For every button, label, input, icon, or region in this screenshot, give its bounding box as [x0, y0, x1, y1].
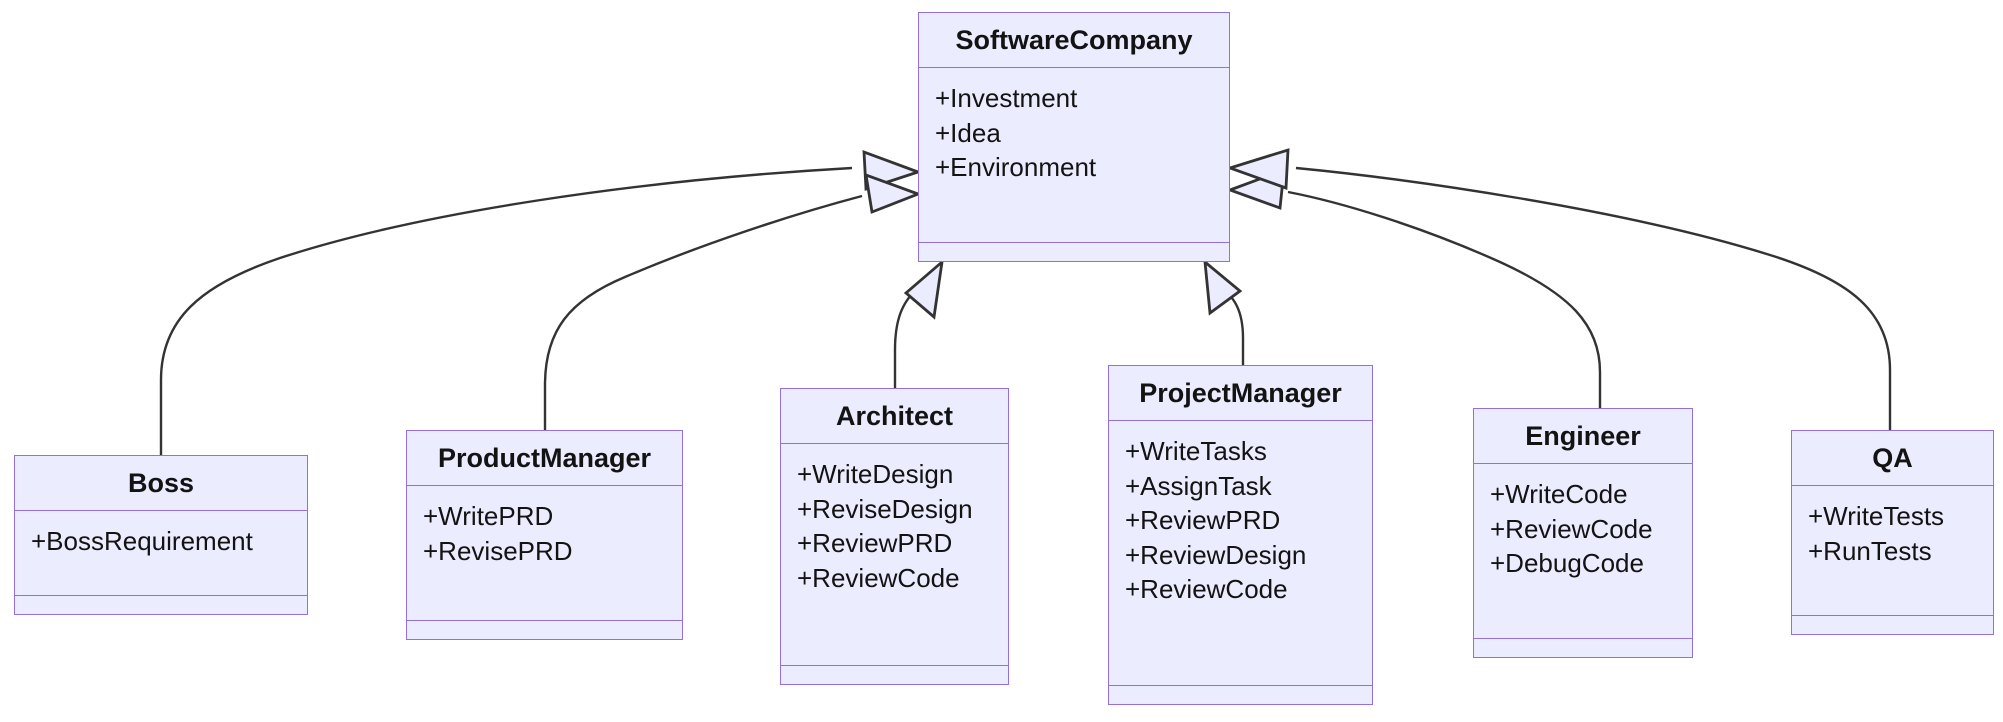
class-box-qa[interactable]: QA +WriteTests +RunTests — [1791, 430, 1994, 635]
class-methods-engineer — [1474, 639, 1692, 657]
class-methods-softwarecompany — [919, 243, 1229, 261]
attribute-item: +RunTests — [1808, 535, 1932, 566]
class-title-engineer: Engineer — [1474, 409, 1692, 464]
attribute-item: +ReviewCode — [797, 562, 960, 593]
class-methods-projectmanager — [1109, 686, 1372, 704]
arrowhead-productmanager-generalization — [864, 172, 922, 214]
class-title-qa: QA — [1792, 431, 1993, 486]
class-title-architect: Architect — [781, 389, 1008, 444]
arrowhead-engineer-generalization — [1225, 167, 1286, 210]
attribute-item: +AssignTask — [1125, 470, 1272, 501]
class-attributes-qa: +WriteTests +RunTests — [1792, 486, 1993, 616]
class-attributes-productmanager: +WritePRD +RevisePRD — [407, 486, 682, 621]
attribute-item: +WriteTasks — [1125, 436, 1267, 466]
attribute-item: +WriteCode — [1490, 479, 1628, 509]
arrowhead-architect-generalization — [903, 258, 944, 320]
class-methods-architect — [781, 666, 1008, 684]
edge-qa-to-softwarecompany — [1295, 166, 1892, 430]
attribute-item: +ReviewPRD — [797, 528, 953, 559]
attribute-item: +Environment — [935, 152, 1097, 183]
class-title-boss: Boss — [15, 456, 307, 511]
edge-boss-to-softwarecompany — [159, 166, 853, 455]
attribute-item: +WritePRD — [423, 501, 554, 531]
class-box-engineer[interactable]: Engineer +WriteCode +ReviewCode +DebugCo… — [1473, 408, 1693, 658]
edge-projectmanager-to-softwarecompany — [1217, 284, 1245, 365]
class-attributes-architect: +WriteDesign +ReviseDesign +ReviewPRD +R… — [781, 444, 1008, 666]
class-attributes-engineer: +WriteCode +ReviewCode +DebugCode — [1474, 464, 1692, 639]
class-methods-boss — [15, 596, 307, 614]
class-attributes-boss: +BossRequirement — [15, 511, 307, 596]
attribute-item: +ReviseDesign — [797, 493, 973, 524]
class-box-productmanager[interactable]: ProductManager +WritePRD +RevisePRD — [406, 430, 683, 640]
edge-architect-to-softwarecompany — [893, 287, 919, 388]
class-methods-qa — [1792, 616, 1993, 634]
attribute-item: +BossRequirement — [31, 526, 253, 556]
class-box-projectmanager[interactable]: ProjectManager +WriteTasks +AssignTask +… — [1108, 365, 1373, 705]
class-box-architect[interactable]: Architect +WriteDesign +ReviseDesign +Re… — [780, 388, 1009, 685]
attribute-item: +RevisePRD — [423, 535, 573, 566]
attribute-item: +Investment — [935, 83, 1078, 113]
attribute-item: +WriteTests — [1808, 501, 1945, 531]
class-methods-productmanager — [407, 621, 682, 639]
attribute-item: +ReviewPRD — [1125, 505, 1281, 536]
class-box-boss[interactable]: Boss +BossRequirement — [14, 455, 308, 615]
attribute-item: +ReviewCode — [1490, 513, 1653, 544]
attribute-item: +Idea — [935, 117, 1001, 148]
class-attributes-projectmanager: +WriteTasks +AssignTask +ReviewPRD +Revi… — [1109, 421, 1372, 686]
class-title-projectmanager: ProjectManager — [1109, 366, 1372, 421]
arrowhead-boss-generalization — [862, 149, 923, 191]
class-attributes-softwarecompany: +Investment +Idea +Environment — [919, 68, 1229, 243]
arrowhead-projectmanager-generalization — [1203, 258, 1243, 316]
attribute-item: +WriteDesign — [797, 459, 954, 489]
class-title-productmanager: ProductManager — [407, 431, 682, 486]
class-title-softwarecompany: SoftwareCompany — [919, 13, 1229, 68]
attribute-item: +ReviewCode — [1125, 574, 1288, 605]
attribute-item: +DebugCode — [1490, 548, 1644, 579]
attribute-item: +ReviewDesign — [1125, 539, 1307, 570]
class-box-softwarecompany[interactable]: SoftwareCompany +Investment +Idea +Envir… — [918, 12, 1230, 262]
arrowhead-qa-generalization — [1225, 148, 1290, 190]
